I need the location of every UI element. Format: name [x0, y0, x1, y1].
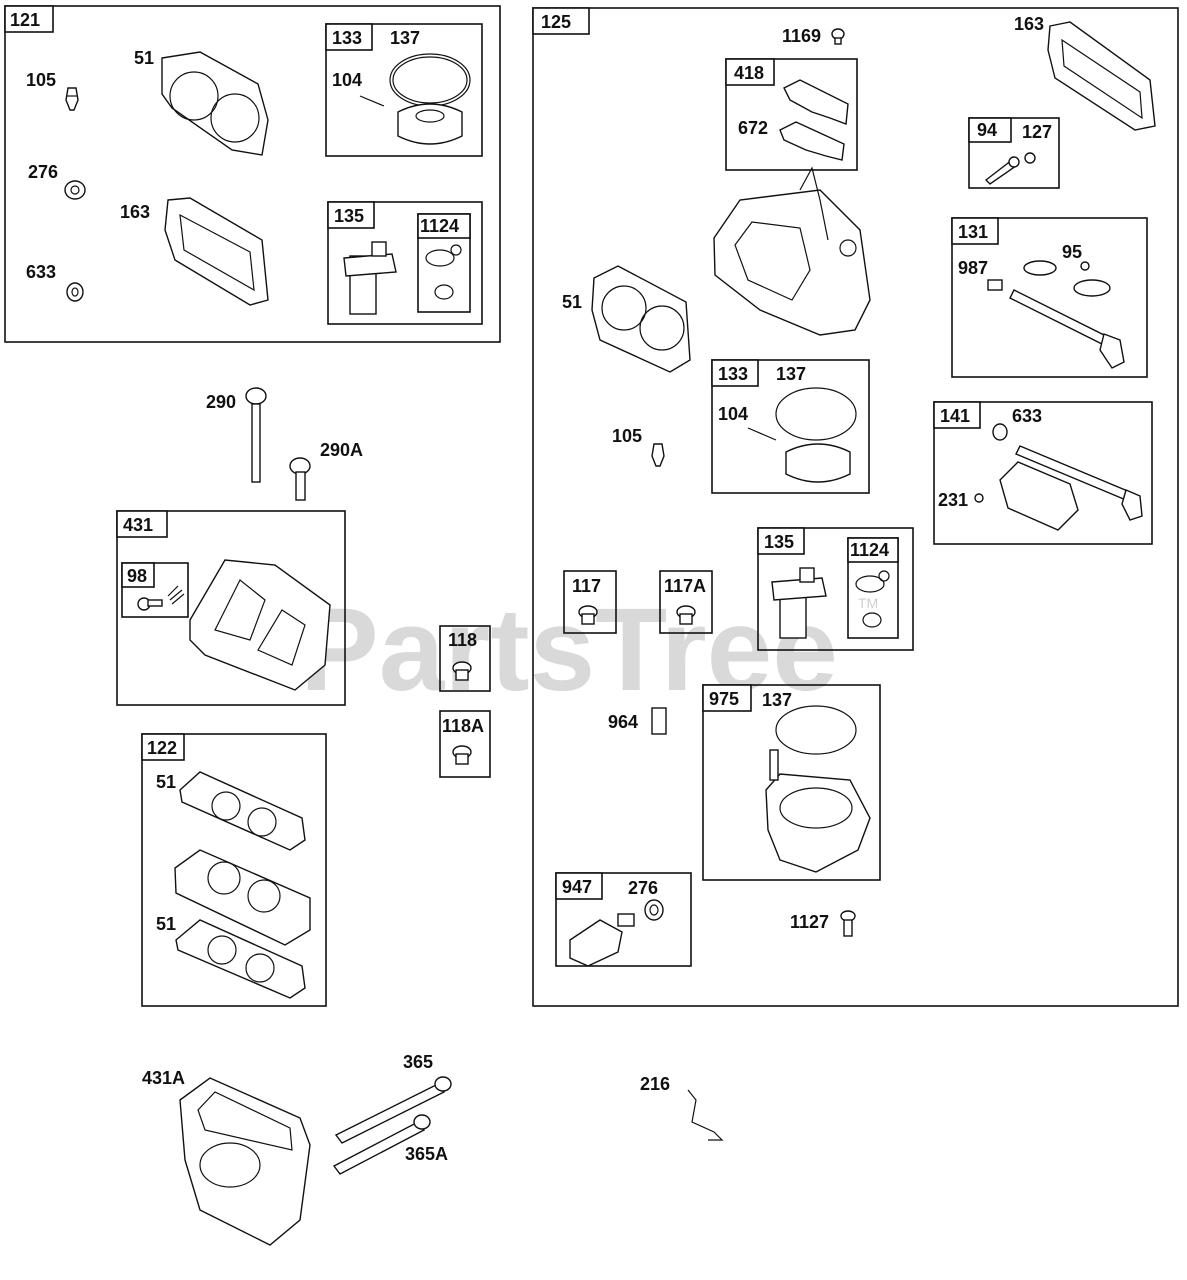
plug-117A-group[interactable]: 117A: [659, 570, 713, 634]
gasket-163-right-part[interactable]: [1047, 21, 1156, 131]
label-51-top: 51: [156, 772, 176, 792]
label-163: 163: [120, 202, 150, 222]
screw-1127-part[interactable]: [840, 910, 856, 937]
watermark-tm: TM: [858, 595, 878, 611]
float-part[interactable]: [397, 103, 463, 145]
plug-964-part[interactable]: [651, 707, 667, 735]
gasket-163-part[interactable]: [164, 197, 269, 306]
solenoid-part[interactable]: [343, 241, 397, 315]
fuel-bowl-part[interactable]: [765, 705, 871, 873]
pin-104-right-part[interactable]: [747, 427, 777, 441]
label-987: 987: [958, 258, 988, 278]
label-633: 633: [26, 262, 56, 282]
link-216-group[interactable]: 216: [640, 1074, 724, 1141]
kit-117-tag: 117: [572, 576, 601, 596]
label-290A: 290A: [320, 440, 363, 460]
needle-valve-part[interactable]: [65, 87, 79, 111]
kit-125-135-tag: 135: [764, 532, 794, 552]
label-231: 231: [938, 490, 968, 510]
bolt-365-group[interactable]: 365: [334, 1052, 452, 1144]
bolt-290A-group[interactable]: 290A: [289, 440, 363, 501]
needle-valve-right-part[interactable]: [651, 443, 665, 467]
mixture-screw-part[interactable]: [984, 152, 1036, 185]
kit-117A-tag: 117A: [664, 576, 706, 596]
kit-418-tag: 418: [734, 63, 764, 83]
label-95: 95: [1062, 242, 1082, 262]
kit-125-133-tag: 133: [718, 364, 748, 384]
label-104-right: 104: [718, 404, 748, 424]
kit-122[interactable]: 122 51 51: [141, 733, 327, 1007]
kit-121-1124-tag: 1124: [420, 216, 459, 236]
kit-121[interactable]: 121 105 51 276 163 633 133: [4, 5, 501, 343]
label-365A: 365A: [405, 1144, 448, 1164]
kit-121-tag: 121: [10, 10, 40, 30]
label-137-975: 137: [762, 690, 792, 710]
kit-125-tag: 125: [541, 12, 571, 32]
plug-118-group[interactable]: 118: [439, 625, 491, 692]
label-964: 964: [608, 712, 638, 732]
label-163-right: 163: [1014, 14, 1044, 34]
solenoid-947-part[interactable]: [569, 899, 664, 967]
label-633-right: 633: [1012, 406, 1042, 426]
screw-1169-part[interactable]: [831, 28, 845, 45]
kit-131-tag: 131: [958, 222, 988, 242]
pin-104-part[interactable]: [359, 95, 385, 107]
plug-117-group[interactable]: 117: [563, 570, 617, 634]
label-51: 51: [134, 48, 154, 68]
solenoid-right-part[interactable]: [771, 567, 827, 639]
plug-118A-group[interactable]: 118A: [439, 710, 491, 778]
label-105-right: 105: [612, 426, 642, 446]
washer-633-part[interactable]: [66, 282, 84, 302]
label-105: 105: [26, 70, 56, 90]
gasket-51-right-part[interactable]: [591, 265, 691, 373]
kit-125[interactable]: 125 1169 163 418 672 94 127: [532, 7, 1179, 1007]
kit-141-tag: 141: [940, 406, 970, 426]
gasket-672-part[interactable]: [779, 121, 845, 161]
throttle-shaft-part[interactable]: [974, 423, 1143, 531]
o-ring-137-part[interactable]: [389, 53, 471, 107]
label-118A: 118A: [442, 716, 484, 736]
float-right-part[interactable]: [785, 443, 851, 483]
label-276: 276: [28, 162, 58, 182]
o-ring-137-right-part[interactable]: [775, 387, 857, 441]
screw-98-part[interactable]: [137, 585, 185, 611]
label-290: 290: [206, 392, 236, 412]
label-1127: 1127: [790, 912, 829, 932]
label-137: 137: [390, 28, 420, 48]
label-118: 118: [448, 630, 477, 650]
gasket-418-part[interactable]: [783, 79, 849, 125]
kit-98-tag: 98: [127, 566, 147, 586]
label-104: 104: [332, 70, 362, 90]
carburetor-body-part[interactable]: [713, 166, 871, 336]
kit-431[interactable]: 431 98: [116, 510, 346, 706]
o-ring-set-part[interactable]: [425, 244, 462, 300]
intake-cover-part[interactable]: [189, 559, 331, 691]
o-ring-set-right-part[interactable]: [855, 570, 890, 628]
gasket-51-part[interactable]: [161, 51, 269, 156]
label-276-right: 276: [628, 878, 658, 898]
label-51-bottom: 51: [156, 914, 176, 934]
kit-431-tag: 431: [123, 515, 153, 535]
kit-975-tag: 975: [709, 689, 739, 709]
kit-121-133-tag: 133: [332, 28, 362, 48]
kit-121-135-tag: 135: [334, 206, 364, 226]
kit-122-tag: 122: [147, 738, 177, 758]
kit-94-tag: 94: [977, 120, 997, 140]
label-127: 127: [1022, 122, 1052, 142]
choke-shaft-part[interactable]: [987, 260, 1125, 369]
washer-276-part[interactable]: [64, 180, 86, 200]
bolt-365A-group[interactable]: 365A: [332, 1114, 448, 1175]
kit-125-1124-tag: 1124: [850, 540, 889, 560]
label-672: 672: [738, 118, 768, 138]
label-1169: 1169: [782, 26, 821, 46]
label-431A: 431A: [142, 1068, 185, 1088]
label-51-right: 51: [562, 292, 582, 312]
manifold-431A-group[interactable]: 431A: [142, 1068, 311, 1246]
label-365: 365: [403, 1052, 433, 1072]
kit-947-tag: 947: [562, 877, 592, 897]
label-137-right: 137: [776, 364, 806, 384]
label-216: 216: [640, 1074, 670, 1094]
bolt-290-group[interactable]: 290: [206, 387, 267, 483]
